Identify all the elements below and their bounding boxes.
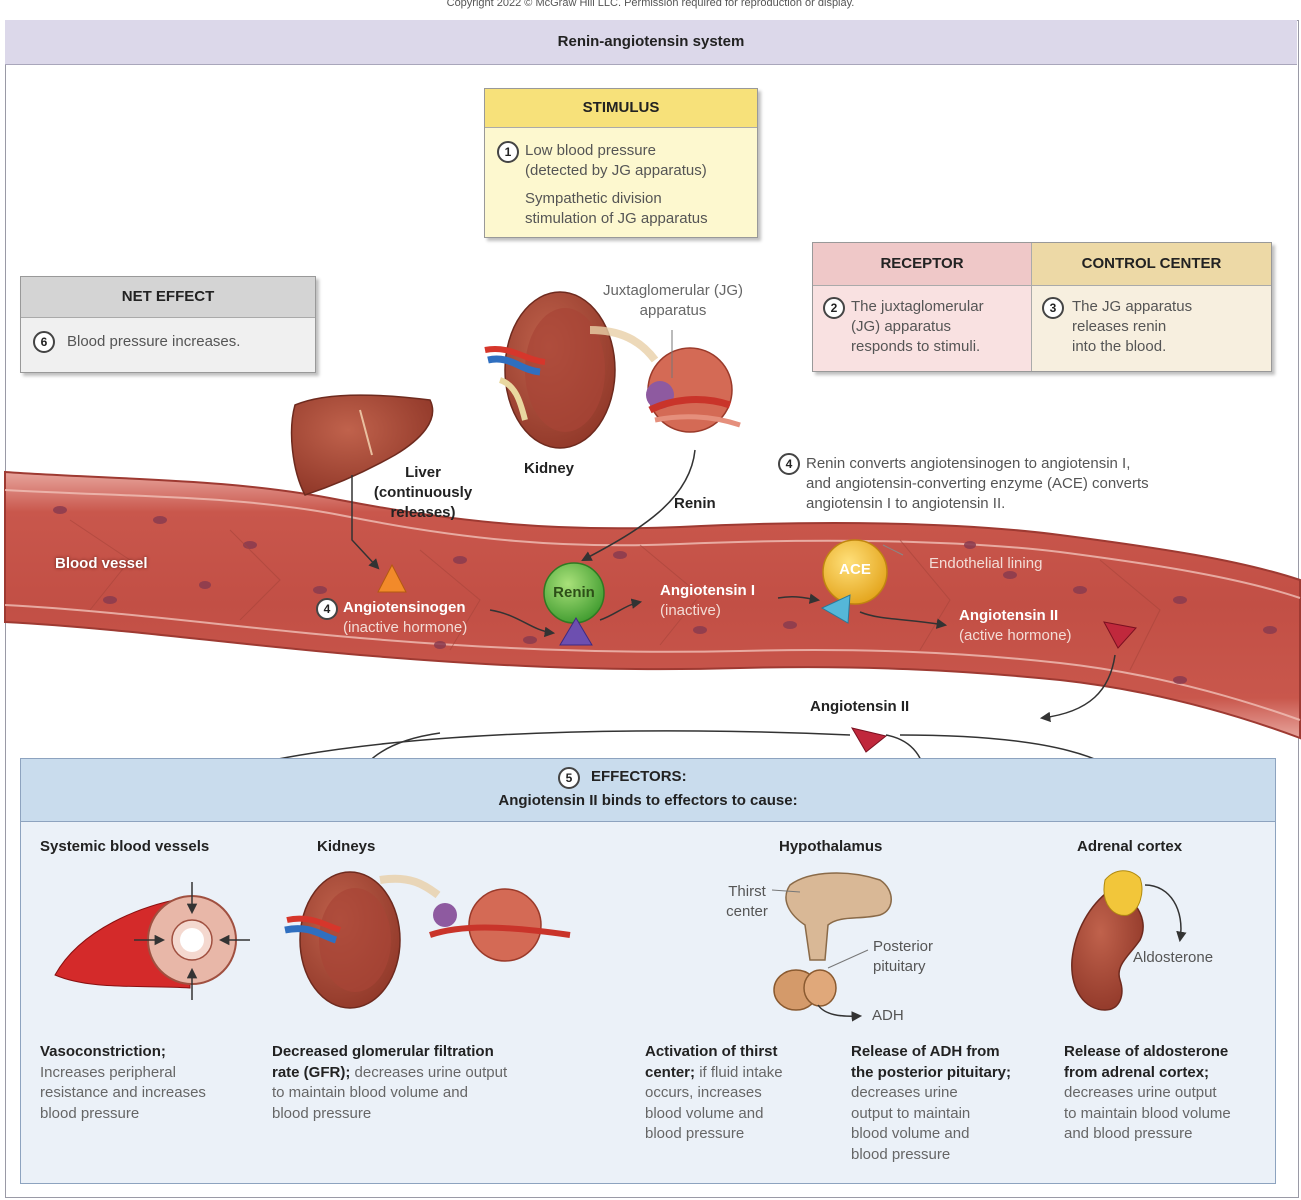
- step-4-badge-top: 4: [778, 453, 800, 475]
- control-center-panel: CONTROL CENTER 3 The JG apparatus releas…: [1032, 243, 1271, 371]
- effect-thirst-activation: Activation of thirst center; if fluid in…: [645, 1043, 783, 1142]
- aldosterone-label: Aldosterone: [1133, 949, 1214, 966]
- effector-title-adrenal-cortex: Adrenal cortex: [1077, 838, 1183, 855]
- effector-title-hypothalamus: Hypothalamus: [779, 838, 883, 855]
- adrenal-cortex-illustration: [1071, 870, 1187, 1011]
- effector-title-systemic-vessels: Systemic blood vessels: [40, 838, 210, 855]
- step-4-badge-vessel: 4: [316, 598, 338, 620]
- liver-illustration: [290, 394, 434, 496]
- vessel-cross-section-illustration: [54, 882, 250, 1000]
- control-center-text: The JG apparatus releases renin into the…: [1072, 298, 1193, 355]
- angiotensin-2-label: Angiotensin II (active hormone): [959, 607, 1072, 644]
- net-effect-box: NET EFFECT 6 Blood pressure increases.: [20, 276, 316, 373]
- effector-title-kidneys: Kidneys: [317, 838, 376, 855]
- figure-title: Renin-angiotensin system: [5, 20, 1297, 65]
- stimulus-text: Low blood pressure (detected by JG appar…: [525, 142, 708, 227]
- effectors-subheading: Angiotensin II binds to effectors to cau…: [498, 792, 798, 809]
- kidney-label: Kidney: [524, 460, 575, 477]
- control-center-heading: CONTROL CENTER: [1032, 243, 1271, 286]
- copyright-notice: Copyright 2022 © McGraw Hill LLC. Permis…: [446, 0, 855, 9]
- step-6-badge: 6: [33, 331, 55, 353]
- effect-adh-release: Release of ADH from the posterior pituit…: [851, 1043, 1012, 1163]
- kidneys-effector-illustration: [284, 871, 571, 1009]
- step-1-badge: 1: [497, 141, 519, 163]
- step-5-badge: 5: [558, 767, 580, 789]
- adh-label: ADH: [872, 1007, 904, 1024]
- renin-enzyme-label: Renin: [553, 584, 595, 601]
- angiotensinogen-label: Angiotensinogen (inactive hormone): [343, 599, 468, 636]
- kidney-illustration: [484, 291, 741, 449]
- effectors-header: 5 EFFECTORS: Angiotensin II binds to eff…: [21, 759, 1275, 822]
- receptor-panel: RECEPTOR 2 The juxtaglomerular (JG) appa…: [813, 243, 1032, 371]
- stimulus-box: STIMULUS 1 Low blood pressure (detected …: [484, 88, 758, 238]
- receptor-heading: RECEPTOR: [813, 243, 1031, 286]
- effect-decreased-gfr: Decreased glomerular filtration rate (GF…: [272, 1043, 508, 1122]
- step-2-badge: 2: [823, 297, 845, 319]
- endothelial-label: Endothelial lining: [929, 555, 1043, 572]
- hypothalamus-illustration: [771, 872, 892, 1022]
- effectors-panel: 5 EFFECTORS: Angiotensin II binds to eff…: [20, 758, 1276, 1184]
- renin-arrow-label: Renin: [674, 495, 716, 512]
- net-effect-heading: NET EFFECT: [21, 277, 315, 318]
- step-4-description: Renin converts angiotensinogen to angiot…: [806, 455, 1149, 512]
- net-effect-text: Blood pressure increases.: [67, 333, 241, 350]
- step-3-badge: 3: [1042, 297, 1064, 319]
- ace-enzyme-label: ACE: [839, 561, 871, 578]
- receptor-text: The juxtaglomerular (JG) apparatus respo…: [851, 298, 984, 355]
- stimulus-heading: STIMULUS: [485, 89, 757, 128]
- jg-apparatus-label: Juxtaglomerular (JG)apparatus: [602, 282, 744, 319]
- blood-vessel-illustration: [4, 470, 1301, 740]
- receptor-control-box: RECEPTOR 2 The juxtaglomerular (JG) appa…: [812, 242, 1272, 372]
- blood-vessel-label: Blood vessel: [55, 555, 148, 572]
- angiotensin-2-output-label: Angiotensin II: [810, 698, 910, 715]
- angiotensin-1-label: Angiotensin I (inactive): [660, 582, 755, 619]
- effect-vasoconstriction: Vasoconstriction; Increases peripheral r…: [40, 1043, 206, 1122]
- effect-aldosterone-release: Release of aldosterone from adrenal cort…: [1064, 1043, 1231, 1142]
- effectors-heading: EFFECTORS:: [591, 768, 687, 785]
